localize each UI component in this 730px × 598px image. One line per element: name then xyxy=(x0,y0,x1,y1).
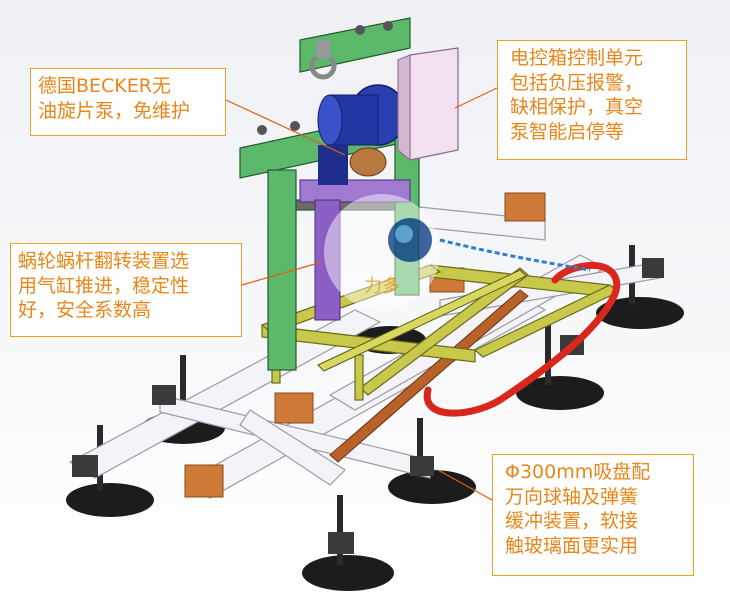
callout-line: 缺相保护，真空 xyxy=(510,96,644,119)
callout-line: 包括负压报警， xyxy=(510,71,644,94)
suction-pad xyxy=(66,483,154,517)
gearbox xyxy=(299,179,411,321)
white-beams xyxy=(68,204,661,499)
pump-coupling xyxy=(349,147,387,177)
bolt xyxy=(383,21,393,31)
callout-line: 缓冲装置，软接 xyxy=(505,510,639,533)
callout-line: 蜗轮蜗杆翻转装置选 xyxy=(18,250,190,272)
callout-line: 电控箱控制单元 xyxy=(510,47,644,69)
suction-pad xyxy=(516,376,604,410)
end-cap xyxy=(328,532,354,554)
vacuum-pump-motor xyxy=(317,84,407,185)
leader-lines xyxy=(225,87,498,501)
callout-line: 油旋片泵，免维护 xyxy=(38,99,191,122)
bolt xyxy=(257,125,267,135)
watermark-text: 力多 xyxy=(364,276,400,297)
beam-cross-1 xyxy=(159,394,431,479)
callout-line: 德国BECKER无 xyxy=(38,75,171,97)
callout-control-box: 电控箱控制单元 包括负压报警， 缺相保护，真空 泵智能启停等 xyxy=(497,40,687,160)
callout-line: 万向球轴及弹簧 xyxy=(505,485,639,508)
end-cap xyxy=(152,385,176,405)
callout-line: 触玻璃面更实用 xyxy=(505,535,639,558)
yellow-post xyxy=(354,354,364,401)
callout-pump: 德国BECKER无 油旋片泵，免维护 xyxy=(30,68,226,136)
callout-turnover-device: 蜗轮蜗杆翻转装置选 用气缸推进，稳定性 好，安全系数高 xyxy=(10,243,242,337)
beam-cross-2 xyxy=(239,409,346,486)
bolts xyxy=(257,21,393,135)
end-cap xyxy=(410,456,434,476)
vacuum-hose xyxy=(423,261,621,417)
watermark-logo: 力多 xyxy=(324,194,440,310)
orange-block xyxy=(184,464,224,498)
yellow-beam-inner xyxy=(359,267,529,396)
bolt xyxy=(290,121,300,131)
orange-block xyxy=(274,392,314,424)
callout-suction-cups: Φ300mm吸盘配 万向球轴及弹簧 缓冲装置，软接 触玻璃面更实用 xyxy=(492,454,694,576)
leader-turnover xyxy=(241,261,323,286)
suction-pad xyxy=(596,297,684,329)
end-caps xyxy=(72,258,664,554)
callout-line: 用气缸推进，稳定性 xyxy=(18,274,190,297)
suction-pad xyxy=(302,555,394,591)
callout-line: 泵智能启停等 xyxy=(510,121,625,144)
orange-block xyxy=(504,192,546,222)
lifting-eye xyxy=(309,40,337,80)
bolt xyxy=(355,25,365,35)
leader-pump xyxy=(225,99,346,156)
leader-control xyxy=(454,87,498,109)
mast-left-post xyxy=(267,169,297,371)
end-cap xyxy=(72,455,98,477)
callout-line: 好，安全系数高 xyxy=(18,299,152,322)
leader-suction xyxy=(437,469,493,501)
end-cap xyxy=(642,258,664,278)
signal-hose xyxy=(439,238,591,272)
rack-gear xyxy=(317,269,527,372)
control-box xyxy=(409,47,459,161)
brown-bar xyxy=(329,289,529,463)
control-box-side xyxy=(397,54,411,162)
callout-line: Φ300mm吸盘配 xyxy=(505,461,651,483)
